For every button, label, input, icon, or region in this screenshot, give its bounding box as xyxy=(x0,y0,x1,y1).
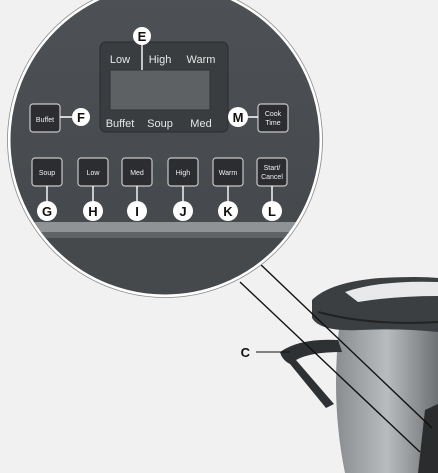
soup-button-label: Soup xyxy=(39,170,55,177)
callout-m-label: M xyxy=(233,110,244,125)
callout-k-label: K xyxy=(223,204,233,219)
warm-button[interactable]: Warm xyxy=(213,158,243,186)
callout-j-label: J xyxy=(179,204,186,219)
low-button[interactable]: Low xyxy=(78,158,108,186)
med-button[interactable]: Med xyxy=(122,158,152,186)
buffet-button-label: Buffet xyxy=(36,117,54,124)
callout-l: L xyxy=(262,201,282,221)
callout-g: G xyxy=(37,201,57,221)
callout-f-label: F xyxy=(77,110,85,125)
cook-time-label-line2: Time xyxy=(265,120,280,127)
display-label-soup: Soup xyxy=(147,118,173,130)
high-button-label: High xyxy=(176,170,191,177)
cook-time-button[interactable]: Cook Time xyxy=(258,104,288,132)
callout-l-label: L xyxy=(268,204,276,219)
start-cancel-button[interactable]: Start/ Cancel xyxy=(257,158,287,186)
display-label-med: Med xyxy=(190,118,211,130)
callout-h-label: H xyxy=(88,204,97,219)
callout-c-label: C xyxy=(241,345,251,360)
start-cancel-label-line2: Cancel xyxy=(261,174,283,181)
warm-button-label: Warm xyxy=(219,170,238,177)
display-label-buffet: Buffet xyxy=(106,118,135,130)
callout-m: M xyxy=(228,107,248,127)
display-label-low: Low xyxy=(110,54,130,66)
callout-j: J xyxy=(173,201,193,221)
soup-button[interactable]: Soup xyxy=(32,158,62,186)
buffet-button[interactable]: Buffet xyxy=(30,104,60,132)
display-label-high: High xyxy=(149,54,172,66)
callout-e: E xyxy=(133,27,151,45)
callout-i: I xyxy=(127,201,147,221)
start-cancel-label-line1: Start/ xyxy=(264,165,281,172)
callout-h: H xyxy=(83,201,103,221)
callout-k: K xyxy=(218,201,238,221)
callout-f: F xyxy=(72,108,90,126)
callout-g-label: G xyxy=(42,204,52,219)
callout-e-label: E xyxy=(138,29,147,44)
display-label-warm: Warm xyxy=(187,54,216,66)
cook-time-label-line1: Cook xyxy=(265,111,282,118)
low-button-label: Low xyxy=(87,170,101,177)
callout-i-label: I xyxy=(135,204,139,219)
lcd-display xyxy=(110,70,210,110)
med-button-label: Med xyxy=(130,170,144,177)
high-button[interactable]: High xyxy=(168,158,198,186)
